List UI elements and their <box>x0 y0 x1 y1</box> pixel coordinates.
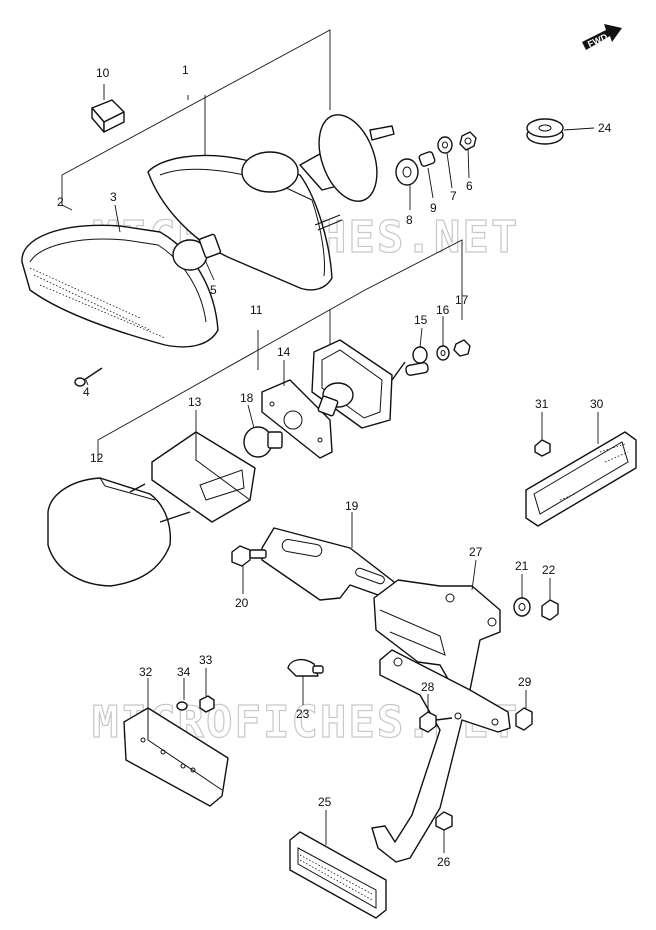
clip-23 <box>287 658 324 677</box>
callout-16: 16 <box>436 303 450 317</box>
callout-12: 12 <box>90 451 104 465</box>
callout-2: 2 <box>57 195 64 209</box>
callout-20: 20 <box>235 596 249 610</box>
socket-plate-14 <box>261 379 333 459</box>
bracket-19 <box>261 527 399 601</box>
bolt-20 <box>231 545 267 567</box>
callout-17: 17 <box>455 293 469 307</box>
lamp-socket-11 <box>311 339 406 429</box>
screw-4 <box>74 367 103 387</box>
callout-15: 15 <box>414 313 428 327</box>
nut-31 <box>534 439 551 457</box>
callout-34: 34 <box>177 665 191 679</box>
callout-3: 3 <box>110 190 117 204</box>
tail-lamp-housing <box>147 114 395 291</box>
grommet-24 <box>526 118 564 145</box>
hardware-21-22 <box>513 597 559 621</box>
license-lamp-housing-12 <box>47 477 191 587</box>
callout-23: 23 <box>296 707 310 721</box>
callout-4: 4 <box>83 385 90 399</box>
callout-28: 28 <box>421 680 435 694</box>
reflector-bracket <box>371 649 511 863</box>
hardware-26-28-29 <box>419 707 533 831</box>
callout-9: 9 <box>430 201 437 215</box>
callout-1: 1 <box>182 63 189 77</box>
callout-11: 11 <box>250 303 263 317</box>
fwd-label: FWD <box>586 31 609 49</box>
hardware-8-9-7-6 <box>395 131 477 186</box>
callout-numbers: 1 2 3 4 5 6 7 8 9 10 11 12 13 14 15 16 1… <box>57 63 612 869</box>
bracket-27 <box>373 579 501 701</box>
callout-26: 26 <box>437 855 451 869</box>
assembly-brackets <box>61 29 463 460</box>
callout-19: 19 <box>345 499 359 513</box>
callout-24: 24 <box>598 121 612 135</box>
callout-13: 13 <box>188 395 202 409</box>
tail-lamp-lens <box>21 224 219 348</box>
fwd-arrow-icon: FWD <box>582 24 622 50</box>
reflector-30 <box>525 431 637 527</box>
callout-22: 22 <box>542 563 556 577</box>
grommet-10 <box>91 99 125 133</box>
bulb-18 <box>243 426 283 458</box>
bulb-5 <box>172 233 222 271</box>
callout-7: 7 <box>450 189 457 203</box>
hardware-15-16-17 <box>405 339 471 376</box>
callout-25: 25 <box>318 795 332 809</box>
reflector-25 <box>289 831 387 919</box>
callout-14: 14 <box>277 345 291 359</box>
callout-18: 18 <box>240 391 254 405</box>
callout-31: 31 <box>535 397 549 411</box>
callout-5: 5 <box>210 283 217 297</box>
callout-10: 10 <box>96 66 110 80</box>
screws-33-34 <box>176 695 215 713</box>
callout-33: 33 <box>199 653 213 667</box>
callout-27: 27 <box>469 545 483 559</box>
callout-8: 8 <box>406 213 413 227</box>
callout-21: 21 <box>515 559 529 573</box>
leader-lines <box>85 84 599 853</box>
callout-6: 6 <box>466 179 473 193</box>
callout-29: 29 <box>518 675 532 689</box>
callout-30: 30 <box>590 397 604 411</box>
license-lamp-cover-13 <box>151 431 256 523</box>
callout-32: 32 <box>139 665 153 679</box>
